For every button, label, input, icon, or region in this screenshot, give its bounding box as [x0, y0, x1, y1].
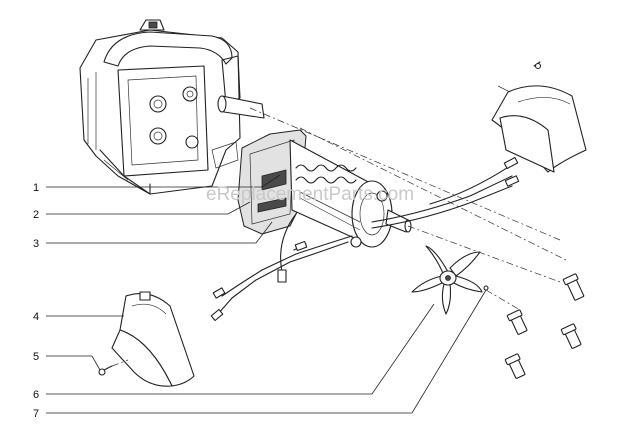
callout-5: 5	[33, 351, 39, 363]
callout-labels: 1 2 3 4 5 6 7	[33, 182, 39, 420]
callout-7: 7	[33, 408, 39, 420]
callout-1: 1	[33, 182, 39, 194]
motor-assembly	[237, 129, 412, 248]
bolt-set	[504, 273, 585, 379]
callout-4: 4	[33, 311, 39, 323]
callout-6: 6	[33, 389, 39, 401]
callout-3: 3	[33, 238, 39, 250]
upper-shroud-cover	[491, 61, 587, 173]
frame-assembly	[79, 19, 265, 195]
lower-shroud-cover	[111, 291, 195, 387]
fan-part	[411, 245, 489, 315]
wiring-harness	[210, 156, 520, 322]
callout-2: 2	[33, 209, 39, 221]
alignment-lines	[249, 107, 567, 311]
watermark: eReplacementParts.com	[206, 184, 414, 205]
leader-lines	[46, 174, 487, 414]
screw-5-part	[98, 359, 129, 376]
